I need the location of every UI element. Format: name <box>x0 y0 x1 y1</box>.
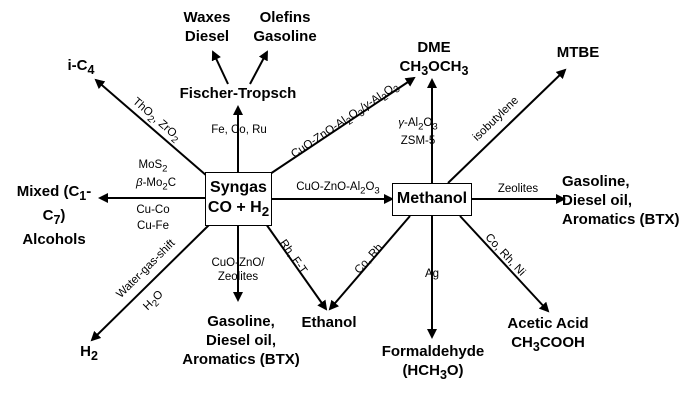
arrow-syngas-to-ic4 <box>94 78 208 177</box>
gasoline-bottom-node: Gasoline, Diesel oil, Aromatics (BTX) <box>182 313 300 368</box>
arrow-syngas-to-ethanol <box>265 223 328 311</box>
label-zeolites: Zeolites <box>497 183 539 195</box>
acetic-acid-node: Acetic Acid CH3COOH <box>507 315 589 354</box>
formaldehyde-node: Formaldehyde (HCH3O) <box>381 343 485 382</box>
olefins-gasoline-node: Olefins Gasoline <box>253 9 317 45</box>
label-cu-co: Cu-Co <box>136 204 170 216</box>
arrow-fischer-to-waxes <box>211 50 229 85</box>
label-mos2: MoS2 <box>138 159 168 175</box>
label-ag: Ag <box>424 268 440 280</box>
arrow-syngas-to-h2 <box>90 223 211 342</box>
label-cuo-zno-zeolites: CuO-ZnO/ Zeolites <box>211 257 265 283</box>
syngas-line2: CO + H2 <box>207 199 270 220</box>
label-fe-co-ru: Fe, Co, Ru <box>211 124 267 136</box>
label-beta-mo2c: β-Mo2C <box>135 177 177 193</box>
syngas-line1: Syngas <box>210 179 267 196</box>
arrow-fischer-to-olefins <box>249 50 268 85</box>
gasoline-right-node: Gasoline, Diesel oil, Aromatics (BTX) <box>562 173 680 228</box>
arrow-methanol-to-ethanol <box>328 215 411 311</box>
ethanol-node: Ethanol <box>301 314 357 331</box>
syngas-box: Syngas CO + H2 <box>205 172 272 226</box>
fischer-tropsch-node: Fischer-Tropsch <box>179 85 297 102</box>
label-cu-fe: Cu-Fe <box>137 220 169 232</box>
h2-node: H2 <box>80 343 98 363</box>
dme-node: DME CH3OCH3 <box>399 39 469 78</box>
mtbe-node: MTBE <box>556 44 600 61</box>
waxes-diesel-node: Waxes Diesel <box>183 9 231 45</box>
ic4-node: i-C4 <box>67 57 95 77</box>
label-zsm5: ZSM-5 <box>400 135 436 147</box>
arrow-methanol-to-mtbe <box>447 68 567 184</box>
methanol-box: Methanol <box>392 183 472 216</box>
arrow-syngas-to-dme <box>269 76 416 175</box>
label-cuo-zno-methanol: CuO-ZnO-Al2O3 <box>296 181 380 197</box>
mixed-alcohols-node: Mixed (C1-C7) Alcohols <box>16 183 92 248</box>
label-gamma-al2o3: γ-Al2O3 <box>398 117 438 133</box>
arrow-methanol-to-acetic <box>459 215 550 313</box>
